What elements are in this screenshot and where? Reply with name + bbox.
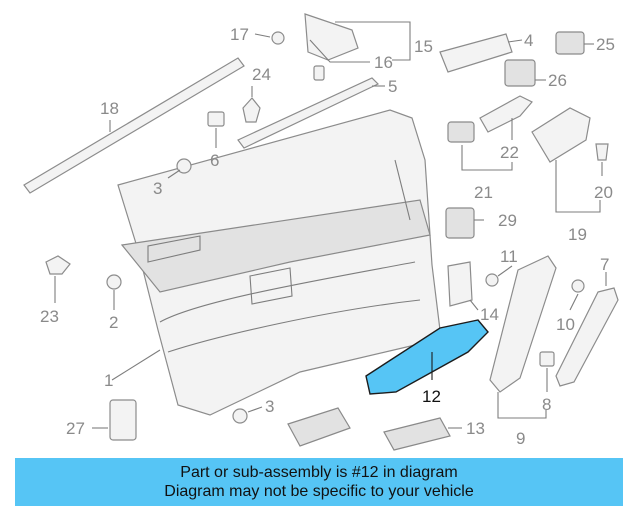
part-17-clip[interactable]	[271, 31, 285, 45]
part-info-banner: Part or sub-assembly is #12 in diagram D…	[15, 458, 623, 506]
part-4-switch-bezel[interactable]	[439, 33, 513, 73]
part-14-bezel[interactable]	[447, 261, 473, 307]
callout-4: 4	[524, 31, 533, 50]
callout-21: 21	[474, 183, 493, 202]
callout-14: 14	[480, 305, 499, 324]
part-20-screw[interactable]	[595, 143, 609, 161]
part-5-trim-strip[interactable]	[237, 77, 380, 149]
callout-25: 25	[596, 35, 615, 54]
part-9-armrest-trim[interactable]	[489, 255, 557, 393]
part-25-switch[interactable]	[555, 31, 585, 55]
callout-20: 20	[594, 183, 613, 202]
part-21-bezel[interactable]	[447, 121, 475, 143]
part-6-clip[interactable]	[207, 111, 225, 127]
callout-1: 1	[104, 371, 113, 390]
banner-line-2: Diagram may not be specific to your vehi…	[164, 483, 474, 500]
part-2-screw[interactable]	[106, 274, 122, 290]
part-15-mirror-sail[interactable]	[304, 13, 359, 61]
callout-10: 10	[556, 315, 575, 334]
callout-8: 8	[542, 395, 551, 414]
part-18-weatherstrip[interactable]	[23, 57, 245, 194]
callout-3a: 3	[153, 179, 162, 198]
banner-line-1: Part or sub-assembly is #12 in diagram	[180, 464, 458, 481]
callout-16: 16	[374, 53, 393, 72]
callout-24: 24	[252, 65, 271, 84]
part-10-screw[interactable]	[571, 279, 585, 293]
part-27-bracket[interactable]	[109, 399, 137, 441]
part-22-handle[interactable]	[479, 95, 533, 133]
callout-19: 19	[568, 225, 587, 244]
callout-23: 23	[40, 307, 59, 326]
callout-27: 27	[66, 419, 85, 438]
part-13-switch-panel[interactable]	[383, 417, 451, 451]
callout-11: 11	[500, 247, 518, 266]
part-8-clip[interactable]	[539, 351, 555, 367]
callout-2: 2	[109, 313, 118, 332]
callout-15: 15	[414, 37, 433, 56]
callout-26: 26	[548, 71, 567, 90]
part-12-highlighted-trim[interactable]	[365, 319, 489, 395]
part-23-pin[interactable]	[45, 255, 71, 275]
callout-29: 29	[498, 211, 517, 230]
callout-22: 22	[500, 143, 519, 162]
callout-13: 13	[466, 419, 485, 438]
callout-3b: 3	[265, 397, 274, 416]
callout-12: 12	[422, 387, 441, 406]
door-trim-exploded-diagram: 1 2 3 3 4 5 6 7 8 9 10 11 12 13 14 15 16…	[23, 13, 619, 451]
part-3-screw-upper[interactable]	[176, 158, 192, 174]
part-7-panel[interactable]	[555, 287, 619, 387]
part-24-pin[interactable]	[242, 97, 261, 123]
callout-9: 9	[516, 429, 525, 448]
part-3-screw-lower[interactable]	[232, 408, 248, 424]
part-19-inner-handle[interactable]	[531, 107, 591, 163]
part-26-switch[interactable]	[504, 59, 536, 87]
callout-18: 18	[100, 99, 119, 118]
callout-6: 6	[210, 151, 219, 170]
callout-17: 17	[230, 25, 249, 44]
part-11-screw[interactable]	[485, 273, 499, 287]
callout-5: 5	[388, 77, 397, 96]
callout-7: 7	[600, 255, 609, 274]
part-29-switch[interactable]	[445, 207, 475, 239]
part-window-switch[interactable]	[287, 407, 351, 447]
